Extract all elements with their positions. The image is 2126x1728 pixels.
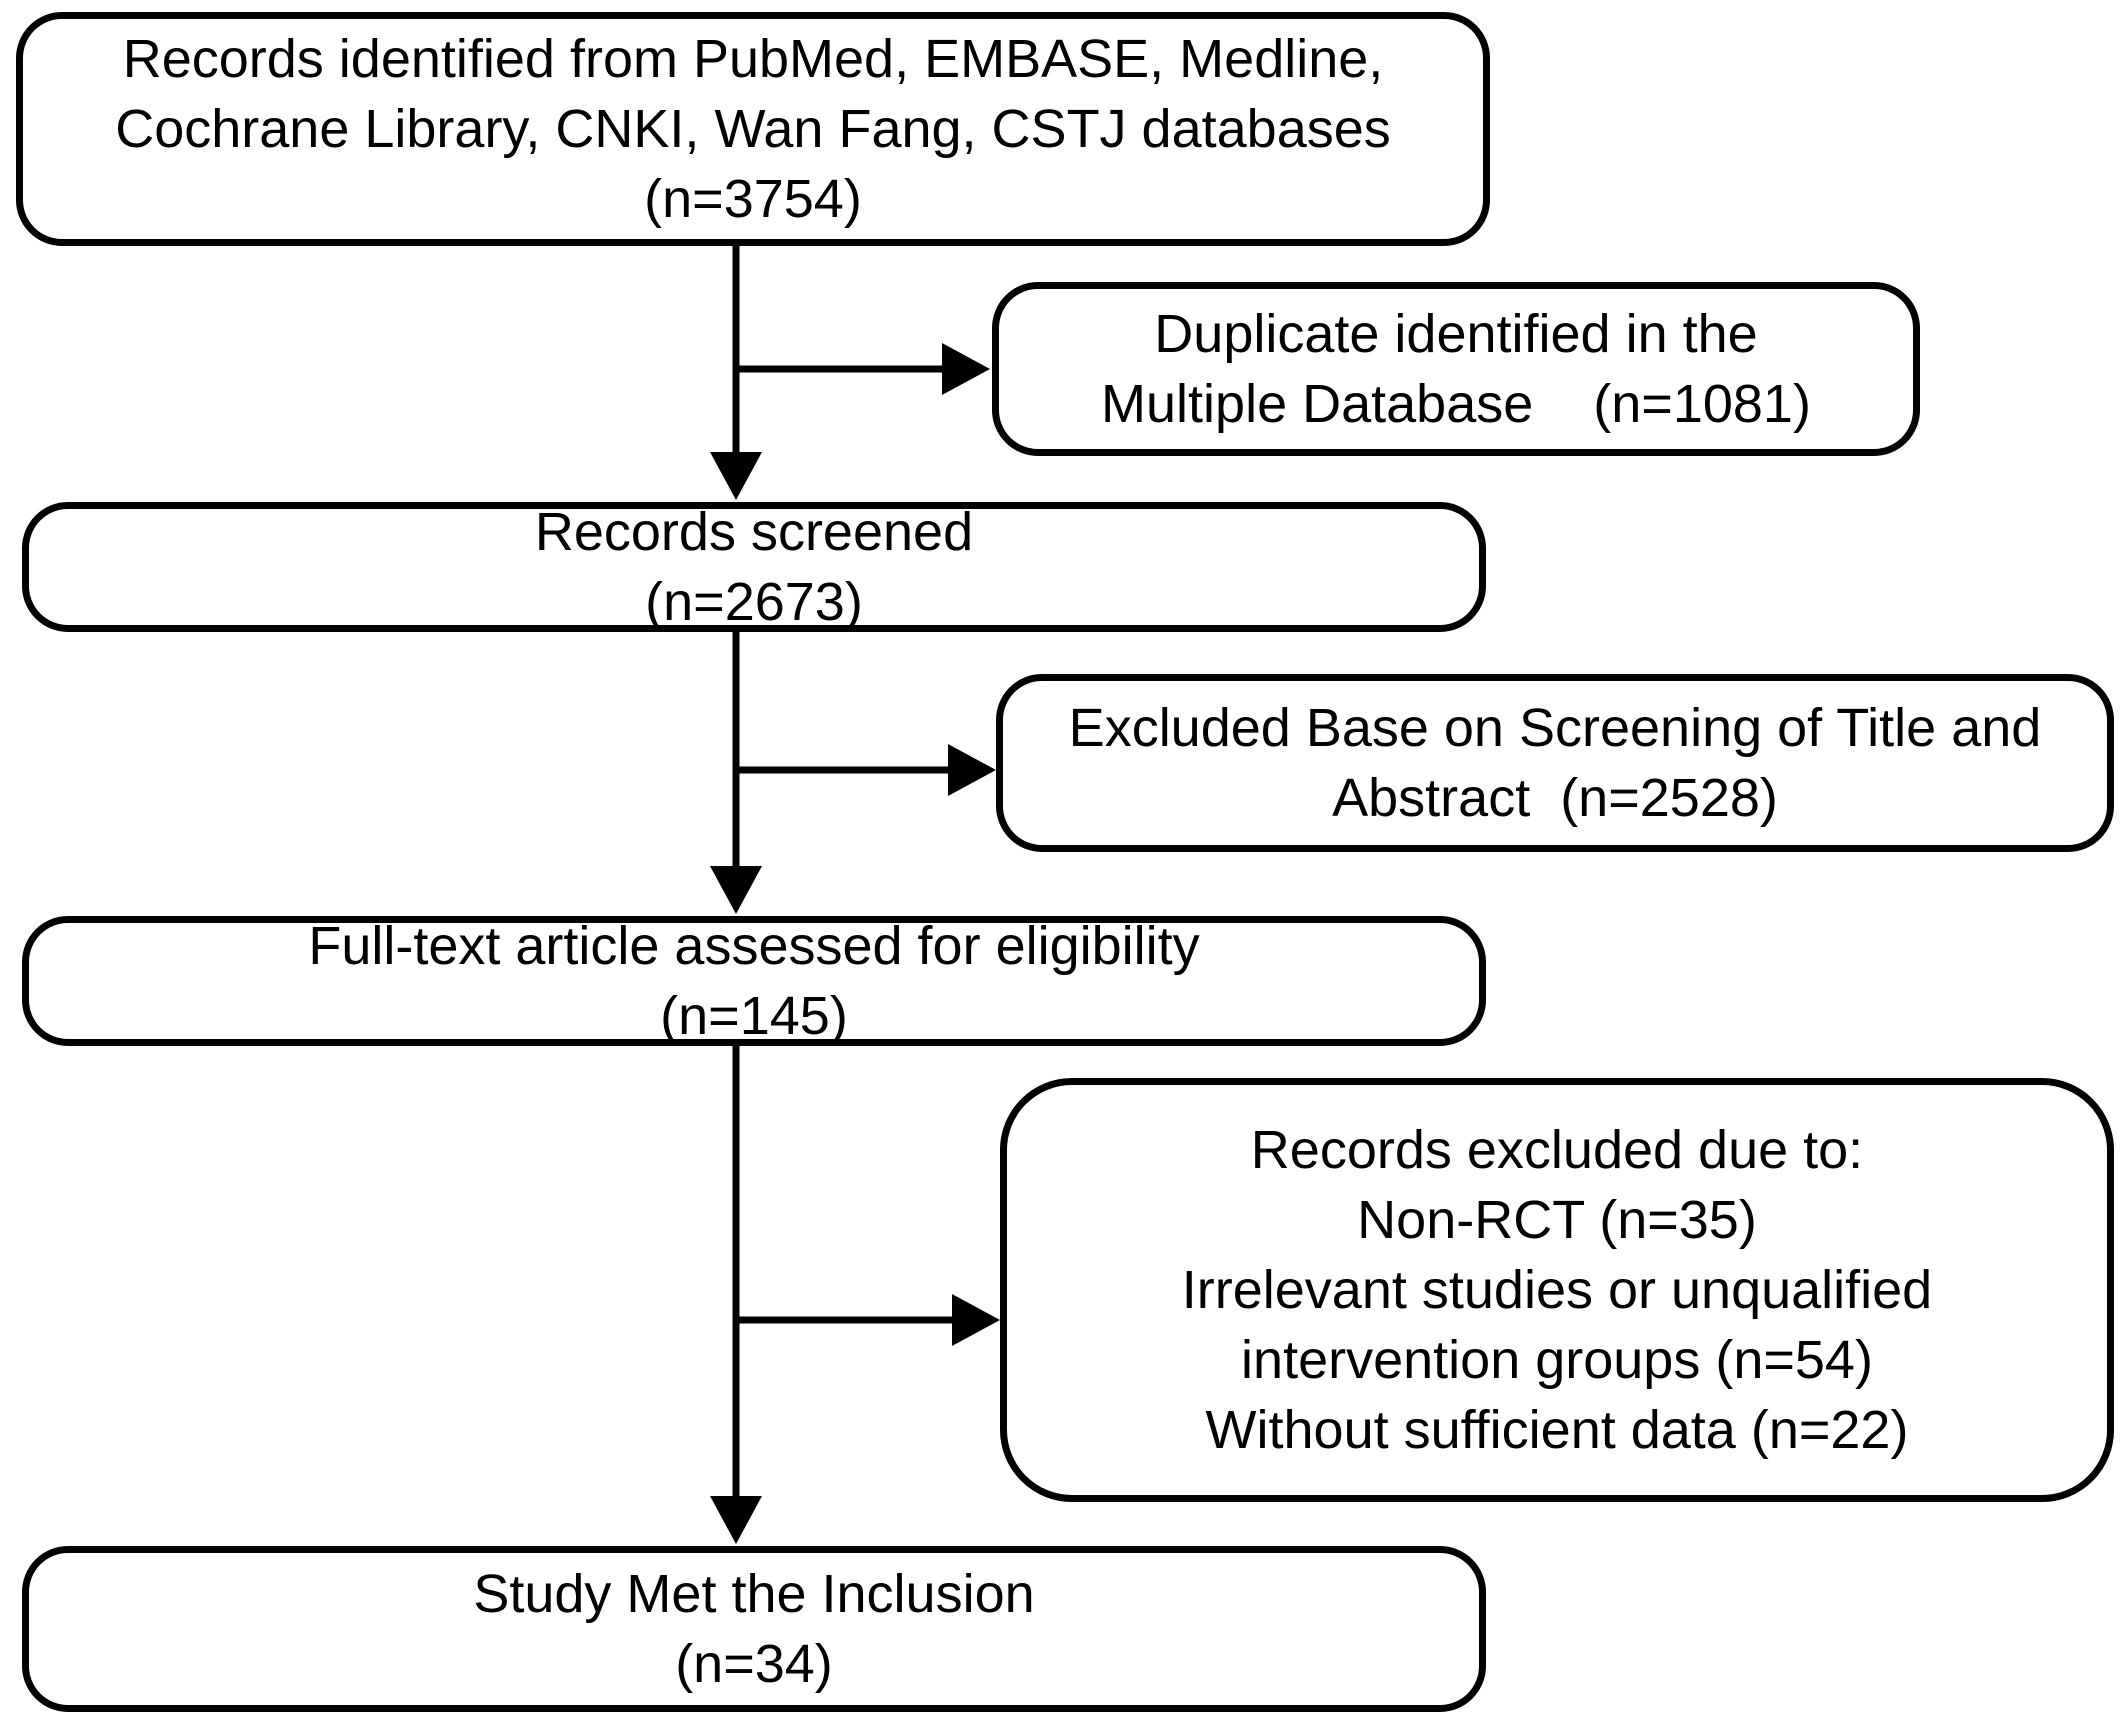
arrow-fulltext-to-included — [710, 1046, 762, 1544]
box-fulltext-assessed-count: (n=145) — [660, 986, 848, 1046]
box-duplicates-removed-line1: Duplicate identified in the — [1154, 303, 1758, 364]
box-duplicates-removed: Duplicate identified in the Multiple Dat… — [992, 282, 1920, 456]
box-excluded-title-abstract: Excluded Base on Screening of Title and … — [996, 674, 2114, 852]
box-records-excluded-reasons: Records excluded due to: Non-RCT (n=35) … — [1000, 1078, 2114, 1502]
box-fulltext-assessed: Full-text article assessed for eligibili… — [22, 916, 1486, 1046]
box-studies-included-count: (n=34) — [675, 1634, 833, 1694]
box-excluded-title-abstract-line1: Excluded Base on Screening of Title and — [1068, 697, 2042, 758]
arrow-to-excluded-screening — [733, 744, 996, 796]
box-duplicates-removed-line2: Multiple Database (n=1081) — [1101, 374, 1811, 434]
box-records-excluded-irrelevant-line2: intervention groups (n=54) — [1241, 1330, 1873, 1391]
box-records-screened-count: (n=2673) — [645, 572, 863, 632]
box-records-screened: Records screened (n=2673) — [22, 502, 1486, 632]
arrow-identification-to-screened — [710, 246, 762, 500]
box-records-identified: Records identified from PubMed, EMBASE, … — [16, 12, 1490, 246]
box-excluded-title-abstract-line2: Abstract (n=2528) — [1332, 768, 1778, 828]
box-records-excluded-reasons-title: Records excluded due to: — [1250, 1119, 1864, 1180]
box-records-identified-line2: Cochrane Library, CNKI, Wan Fang, CSTJ d… — [115, 98, 1391, 159]
box-records-excluded-irrelevant-line1: Irrelevant studies or unqualified — [1181, 1259, 1933, 1320]
box-records-identified-line1: Records identified from PubMed, EMBASE, … — [122, 28, 1384, 89]
arrow-screened-to-fulltext — [710, 632, 762, 914]
box-records-identified-count: (n=3754) — [644, 169, 862, 230]
box-records-screened-line1: Records screened — [534, 501, 974, 562]
box-studies-included-line1: Study Met the Inclusion — [473, 1563, 1035, 1624]
box-records-excluded-non-rct: Non-RCT (n=35) — [1357, 1189, 1757, 1250]
box-records-excluded-insufficient-data: Without sufficient data (n=22) — [1205, 1400, 1909, 1461]
arrow-to-excluded-fulltext — [733, 1294, 1000, 1346]
box-fulltext-assessed-line1: Full-text article assessed for eligibili… — [308, 915, 1200, 976]
arrow-to-duplicates — [733, 343, 990, 395]
box-studies-included: Study Met the Inclusion (n=34) — [22, 1546, 1486, 1712]
